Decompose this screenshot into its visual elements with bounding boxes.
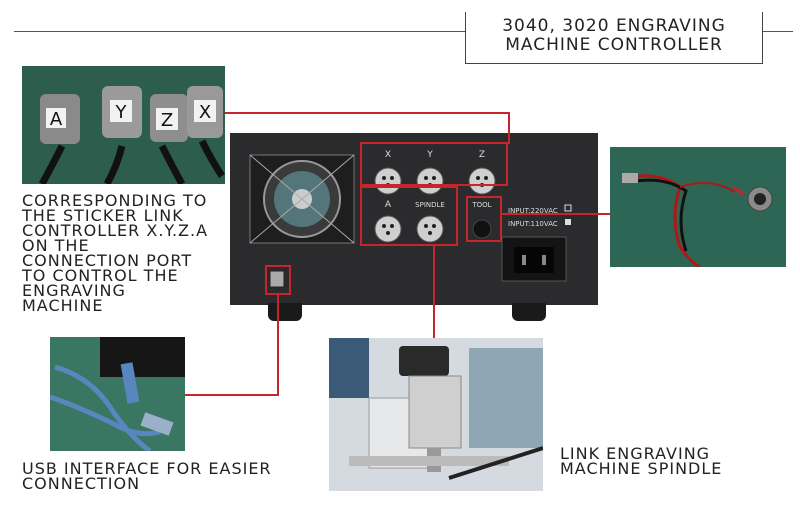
- xyza-ports-highlight: [360, 142, 508, 186]
- usb-cable-illustration: [50, 337, 185, 451]
- spindle-photo: [329, 338, 543, 491]
- sticker-x-label: X: [199, 102, 211, 123]
- a-spindle-highlight: [360, 186, 458, 246]
- callout-line-usb-h: [185, 394, 279, 396]
- port-x-label: X: [385, 150, 391, 160]
- usb-port-icon: [269, 270, 285, 288]
- port-z-label: Z: [479, 150, 485, 160]
- page-title: 3040, 3020 ENGRAVING MACHINE CONTROLLER: [502, 16, 726, 55]
- sticker-y-label: Y: [115, 102, 128, 123]
- header-rule-right: [763, 31, 793, 32]
- usb-cable-photo: [50, 337, 185, 451]
- sticker-z-label: Z: [161, 110, 173, 131]
- callout-line-connector-v: [508, 112, 510, 144]
- usb-highlight: [265, 265, 291, 295]
- tool-highlight: [466, 196, 502, 242]
- tool-probe-illustration: [610, 147, 786, 267]
- spindle-port-label: SPINDLE: [415, 201, 445, 209]
- usb-caption: USB INTERFACE FOR EASIER CONNECTION: [22, 459, 272, 493]
- tool-port-label: TOOL: [471, 201, 491, 209]
- input-220-label: INPUT:220VAC: [508, 207, 558, 215]
- spindle-illustration: [329, 338, 543, 491]
- port-a-label: A: [385, 200, 392, 210]
- callout-line-tool: [500, 213, 610, 215]
- spindle-caption: LINK ENGRAVING MACHINE SPINDLE: [560, 444, 723, 478]
- callout-line-connector-h: [225, 112, 510, 114]
- title-frame: [465, 12, 763, 64]
- connector-photo: A Y Z X: [22, 66, 225, 184]
- controller-box: X Y Z A SPINDLE TOOL INPUT:220VAC INPUT:…: [230, 133, 598, 305]
- tool-probe-photo: [610, 147, 786, 267]
- connector-illustration: A Y Z X: [22, 66, 225, 184]
- controller-panel: X Y Z A SPINDLE TOOL INPUT:220VAC INPUT:…: [230, 133, 598, 305]
- sticker-a-label: A: [50, 109, 63, 130]
- controller-foot-left: [268, 303, 302, 321]
- fan-icon: [249, 154, 355, 244]
- tool-jack: [472, 219, 492, 239]
- input-110-label: INPUT:110VAC: [508, 220, 558, 228]
- callout-line-usb-v: [277, 295, 279, 395]
- controller-foot-right: [512, 303, 546, 321]
- connector-caption: CORRESPONDING TO THE STICKER LINK CONTRO…: [22, 191, 209, 315]
- port-y-label: Y: [426, 150, 433, 160]
- power-socket-icon: [501, 236, 567, 282]
- header-rule-left: [14, 31, 465, 32]
- callout-line-spindle: [433, 244, 435, 338]
